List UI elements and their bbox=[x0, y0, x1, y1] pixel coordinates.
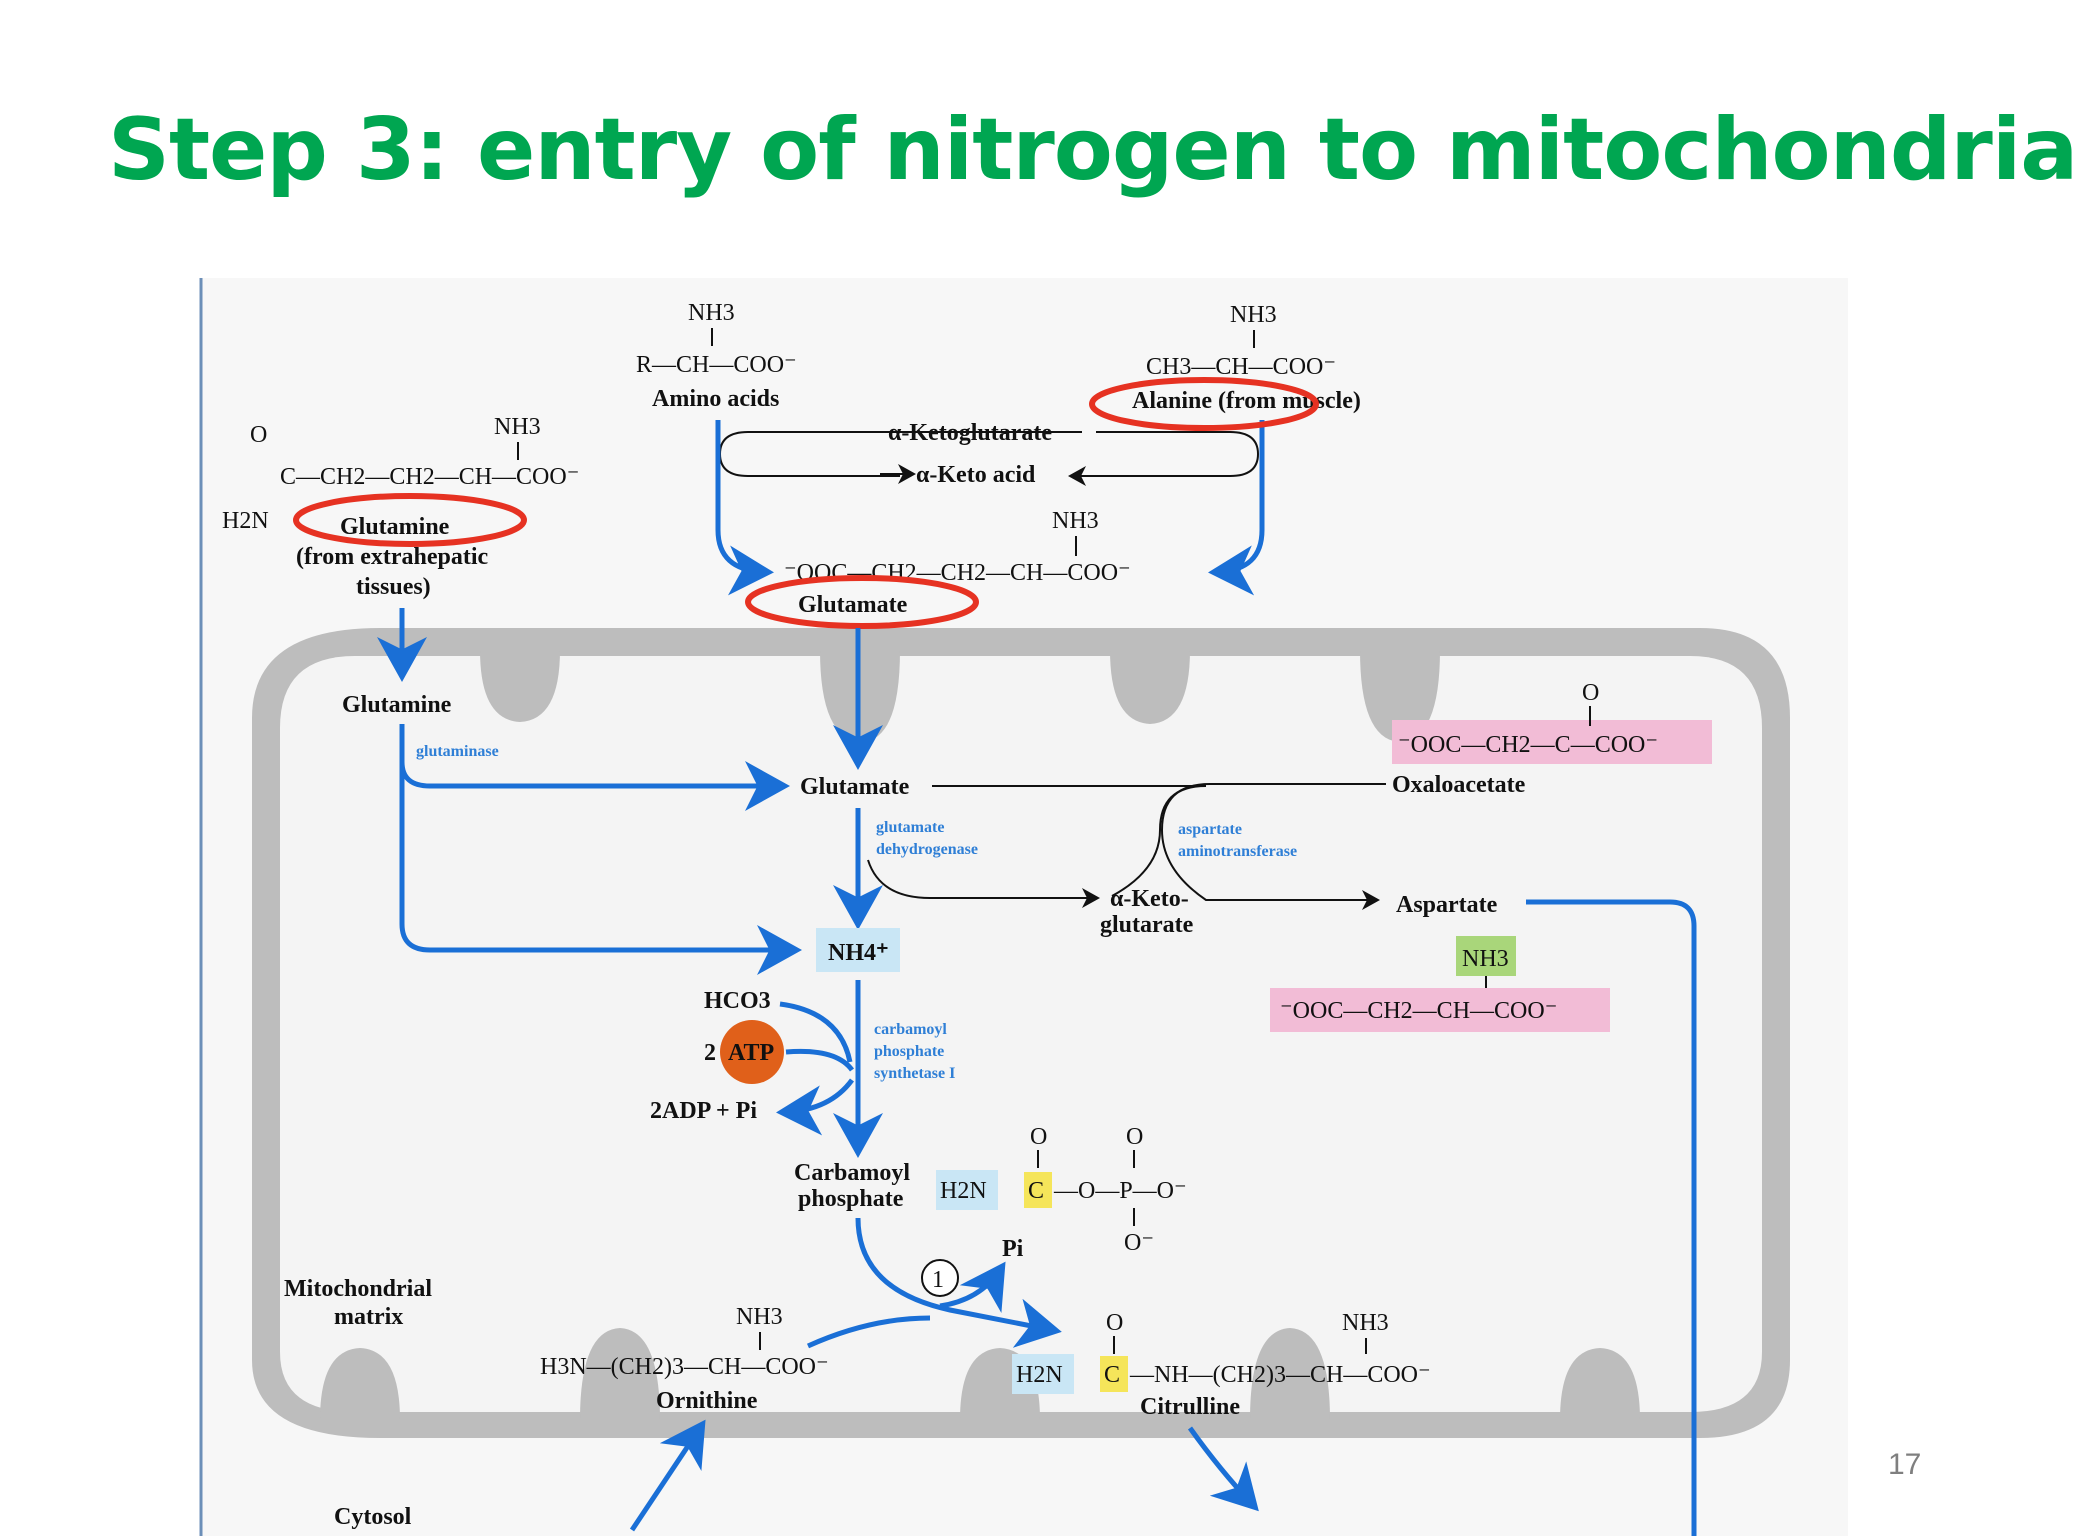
carbamoyl-o3: O⁻ bbox=[1124, 1230, 1154, 1256]
citrulline-c: C bbox=[1104, 1362, 1120, 1388]
citrulline-o: O bbox=[1106, 1310, 1123, 1336]
matrix-label-2: matrix bbox=[334, 1304, 403, 1330]
arrow-glutamine-to-nh4 bbox=[399, 762, 802, 975]
aspartate-nh3: NH3 bbox=[1462, 946, 1509, 972]
cps-label-3: synthetase I bbox=[874, 1065, 955, 1082]
carbamoyl-h2n-box bbox=[936, 1170, 998, 1210]
glutamine-nh3: NH3 bbox=[494, 414, 541, 440]
transamination-loop-right bbox=[1068, 431, 1260, 486]
cps-label-1: carbamoyl bbox=[874, 1021, 947, 1038]
glutaminase-label: glutaminase bbox=[416, 743, 499, 760]
amino-acids-formula: R—CH—COO⁻ bbox=[636, 352, 797, 378]
aspartate-label: Aspartate bbox=[1396, 892, 1498, 918]
arrow-alanine-to-glutamate bbox=[1208, 420, 1265, 596]
nh4-label: NH4⁺ bbox=[828, 940, 889, 966]
amino-acids-label: Amino acids bbox=[652, 386, 779, 412]
highlight-glutamate bbox=[745, 575, 979, 629]
glutamine-o: O bbox=[250, 422, 267, 448]
highlight-glutamine bbox=[293, 493, 527, 547]
carbamoyl-label-1: Carbamoyl bbox=[794, 1160, 910, 1186]
carbamoyl-c: C bbox=[1028, 1178, 1044, 1204]
arrow-aspartate-to-cytosol bbox=[1526, 899, 1697, 1536]
glutamine-formula: C—CH2—CH2—CH—COO⁻ bbox=[280, 464, 579, 490]
carbamoyl-rest: —O—P—O⁻ bbox=[1053, 1178, 1187, 1204]
mitochondrial-matrix bbox=[280, 656, 1762, 1412]
matrix-label-1: Mitochondrial bbox=[284, 1276, 432, 1302]
carbamoyl-o2: O bbox=[1126, 1124, 1143, 1150]
arrow-ornithine-from-cytosol bbox=[629, 1419, 706, 1532]
carbamoyl-o1: O bbox=[1030, 1124, 1047, 1150]
a-ketoglutarate-mito-1: α-Keto- bbox=[1110, 886, 1189, 912]
citrulline-formula: —NH—(CH2)3—CH—COO⁻ bbox=[1129, 1362, 1431, 1388]
citrulline-h2n: H2N bbox=[1016, 1362, 1063, 1388]
glutamate-label: Glutamate bbox=[798, 592, 908, 618]
glutamate-formula: ⁻OOC—CH2—CH2—CH—COO⁻ bbox=[784, 560, 1131, 586]
alanine-formula: CH3—CH—COO⁻ bbox=[1146, 354, 1336, 380]
citrulline-nh3: NH3 bbox=[1342, 1310, 1389, 1336]
glutamine-mito-label: Glutamine bbox=[342, 692, 452, 718]
nh4-box bbox=[816, 928, 900, 972]
aspartate-formula: ⁻OOC—CH2—CH—COO⁻ bbox=[1280, 998, 1557, 1024]
arrow-citrulline-out bbox=[1187, 1426, 1259, 1512]
alanine-label: Alanine (from muscle) bbox=[1132, 388, 1361, 414]
amino-acids-nh3: NH3 bbox=[688, 300, 735, 326]
atp-coeff: 2 bbox=[704, 1040, 716, 1066]
a-ketoglutarate-mito-2: glutarate bbox=[1100, 912, 1194, 938]
aspartate-nh3-box bbox=[1456, 936, 1516, 976]
atp-circle bbox=[720, 1020, 784, 1084]
ornithine-label: Ornithine bbox=[656, 1388, 758, 1414]
citrulline-c-box bbox=[1100, 1356, 1128, 1392]
carbamoyl-h2n: H2N bbox=[940, 1178, 987, 1204]
oxaloacetate-box bbox=[1392, 720, 1712, 764]
aspartate-formula-box bbox=[1270, 988, 1610, 1032]
ornithine-nh3: NH3 bbox=[736, 1304, 783, 1330]
transamination-right bbox=[1160, 783, 1386, 910]
arrow-hco3-in bbox=[779, 1001, 853, 1063]
oxaloacetate-o: O bbox=[1582, 680, 1599, 706]
aspartate-at-label-2: aminotransferase bbox=[1178, 843, 1297, 860]
oxaloacetate-formula: ⁻OOC—CH2—C—COO⁻ bbox=[1398, 732, 1658, 758]
atp-label: ATP bbox=[728, 1040, 774, 1066]
slide-title: Step 3: entry of nitrogen to mitochondri… bbox=[108, 100, 2077, 200]
cps-label-2: phosphate bbox=[874, 1043, 944, 1060]
pi-label: Pi bbox=[1002, 1236, 1024, 1262]
highlight-alanine bbox=[1089, 377, 1319, 431]
step-1-label: 1 bbox=[932, 1267, 944, 1293]
cytosol-label: Cytosol bbox=[334, 1504, 412, 1530]
arrow-atp-in bbox=[785, 1048, 855, 1072]
a-ketoglutarate-label: α-Ketoglutarate bbox=[888, 420, 1052, 446]
adp-pi-label: 2ADP + Pi bbox=[650, 1098, 757, 1124]
oxaloacetate-label: Oxaloacetate bbox=[1392, 772, 1526, 798]
glutamine-h2n: H2N bbox=[222, 508, 269, 534]
step-1-circle bbox=[921, 1259, 959, 1297]
cristae-bottom bbox=[320, 1328, 1640, 1420]
alanine-nh3: NH3 bbox=[1230, 302, 1277, 328]
glutamine-source-2: tissues) bbox=[356, 574, 431, 600]
hco3-label: HCO3 bbox=[704, 988, 771, 1014]
arrow-amino-acids-to-glutamate bbox=[715, 420, 774, 596]
arrow-ornithine-in bbox=[806, 1315, 931, 1349]
arrow-adp-out bbox=[776, 1078, 855, 1136]
glutamate-dh-label-2: dehydrogenase bbox=[876, 841, 978, 858]
glutamine-label: Glutamine bbox=[340, 514, 450, 540]
citrulline-label: Citrulline bbox=[1140, 1394, 1240, 1420]
transamination-left bbox=[867, 859, 1100, 908]
glutamate-nh3: NH3 bbox=[1052, 508, 1099, 534]
slide-number: 17 bbox=[1888, 1448, 1922, 1481]
carbamoyl-label-2: phosphate bbox=[798, 1186, 904, 1212]
carbamoyl-c-box bbox=[1024, 1172, 1052, 1208]
aspartate-at-label-1: aspartate bbox=[1178, 821, 1242, 838]
citrulline-h2n-box bbox=[1012, 1354, 1074, 1394]
glutamate-dh-label-1: glutamate bbox=[876, 819, 944, 836]
ornithine-formula: H3N—(CH2)3—CH—COO⁻ bbox=[540, 1354, 829, 1380]
glutamine-source-1: (from extrahepatic bbox=[296, 544, 489, 570]
arrow-pi-out bbox=[939, 1261, 1006, 1313]
a-keto-acid-label: α-Keto acid bbox=[916, 462, 1036, 488]
glutamate-mito-label: Glutamate bbox=[800, 774, 910, 800]
